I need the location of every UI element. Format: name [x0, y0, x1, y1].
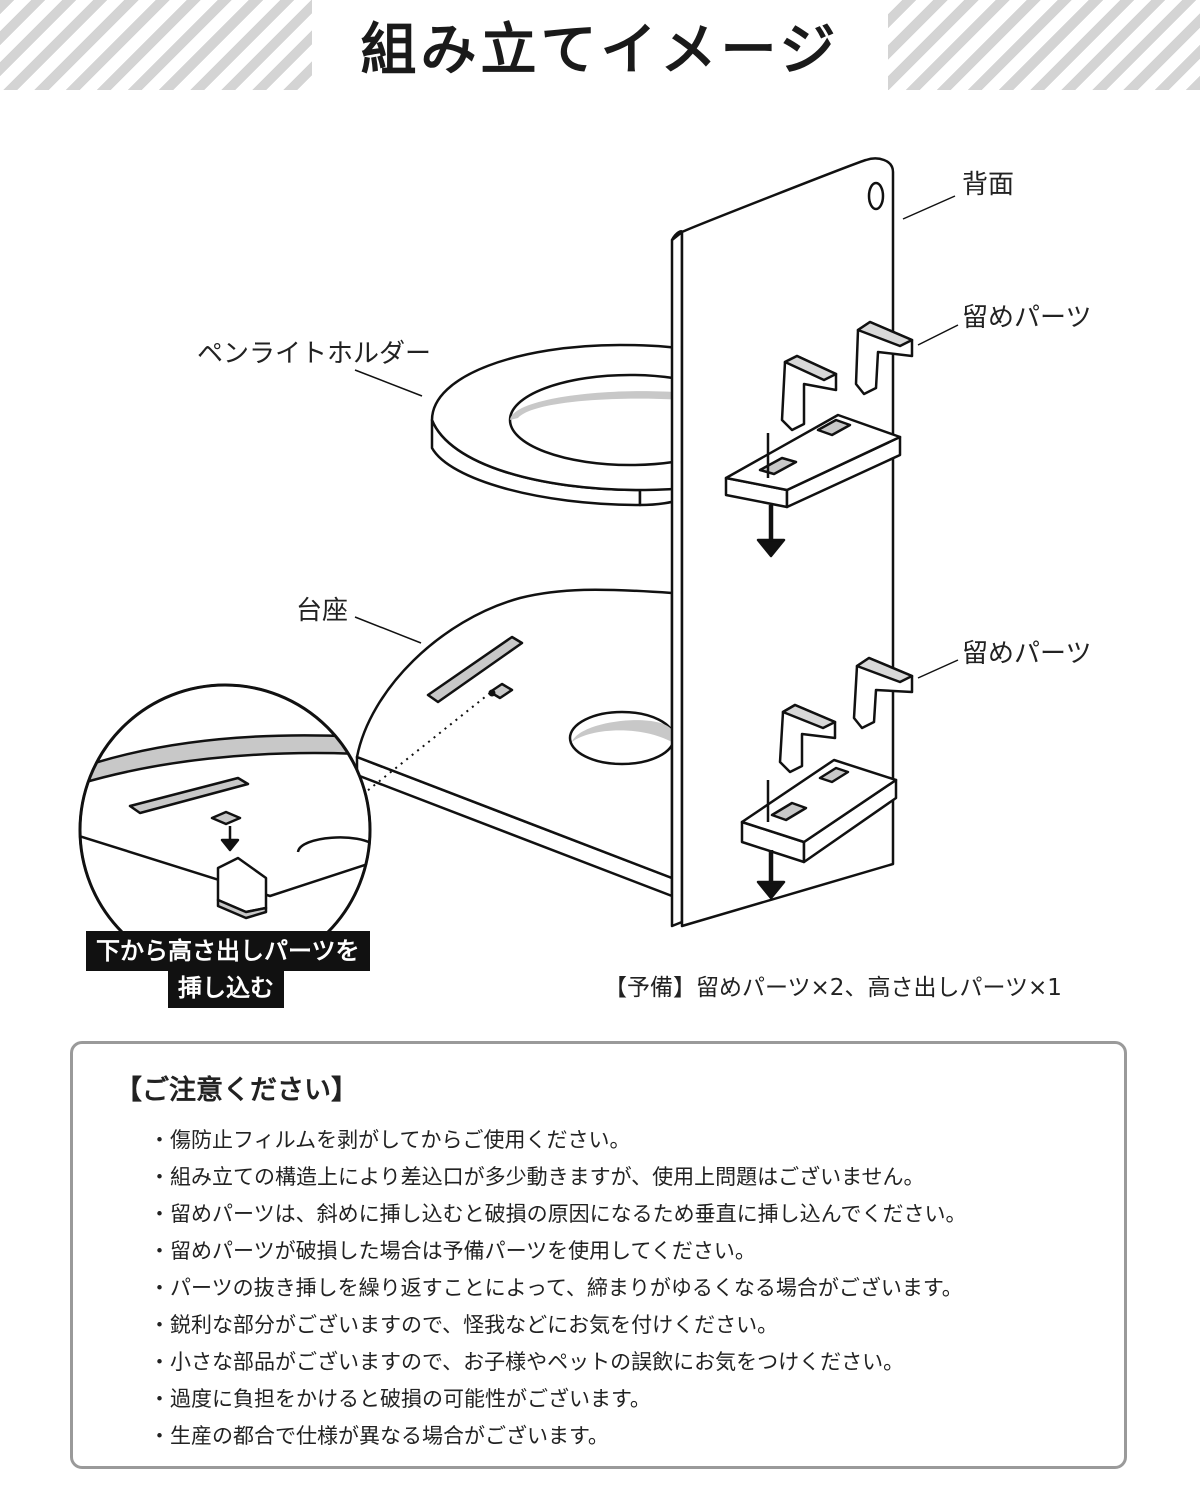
notice-item: ・小さな部品がございますので、お子様やペットの誤飲にお気をつけください。	[149, 1350, 905, 1374]
base-slot	[426, 635, 524, 704]
callout-line2: 挿し込む	[168, 968, 284, 1008]
header-banner: 組み立てイメージ	[0, 0, 1200, 90]
notice-item: ・パーツの抜き挿しを繰り返すことによって、締まりがゆるくなる場合がございます。	[149, 1276, 963, 1300]
hanging-hole	[867, 181, 885, 211]
notice-item: ・留めパーツが破損した場合は予備パーツを使用してください。	[149, 1239, 756, 1263]
magnifier-detail	[78, 683, 372, 977]
label-stopper-top: 留めパーツ	[962, 303, 1092, 333]
top-stopper-pieces	[780, 320, 914, 432]
spare-parts-note: 【予備】留めパーツ×2、高さ出しパーツ×1	[604, 975, 1062, 1001]
notice-item: ・鋭利な部分がございますので、怪我などにお気を付けください。	[149, 1313, 779, 1337]
base-hole	[568, 710, 676, 766]
label-penlight-holder: ペンライトホルダー	[197, 339, 432, 369]
notice-title: 【ご注意ください】	[115, 1075, 358, 1106]
label-base: 台座	[296, 596, 349, 626]
bottom-stopper-pieces	[778, 656, 914, 774]
bottom-stopper-plate	[740, 758, 898, 900]
title-box: 組み立てイメージ	[312, 0, 888, 90]
notice-item: ・生産の都合で仕様が異なる場合がございます。	[149, 1424, 609, 1448]
notice-item: ・留めパーツは、斜めに挿し込むと破損の原因になるため垂直に挿し込んでください。	[149, 1202, 967, 1226]
page-title: 組み立てイメージ	[360, 17, 840, 83]
leader-lines	[354, 195, 959, 679]
label-back: 背面	[962, 170, 1015, 200]
notice-item: ・組み立ての構造上により差込口が多少動きますが、使用上問題はございません。	[149, 1165, 925, 1189]
notice-box: 【ご注意ください】 ・傷防止フィルムを剥がしてからご使用ください。 ・組み立ての…	[70, 1041, 1127, 1469]
top-stopper-plate	[724, 413, 902, 558]
callout-line1: 下から高さ出しパーツを	[86, 931, 370, 971]
notice-item: ・傷防止フィルムを剥がしてからご使用ください。	[149, 1128, 631, 1152]
notice-list: ・傷防止フィルムを剥がしてからご使用ください。 ・組み立ての構造上により差込口が…	[149, 1122, 967, 1455]
label-stopper-bottom: 留めパーツ	[962, 639, 1092, 669]
notice-item: ・過度に負担をかけると破損の可能性がございます。	[149, 1387, 651, 1411]
back-panel	[670, 157, 895, 928]
assembly-diagram	[78, 157, 959, 977]
